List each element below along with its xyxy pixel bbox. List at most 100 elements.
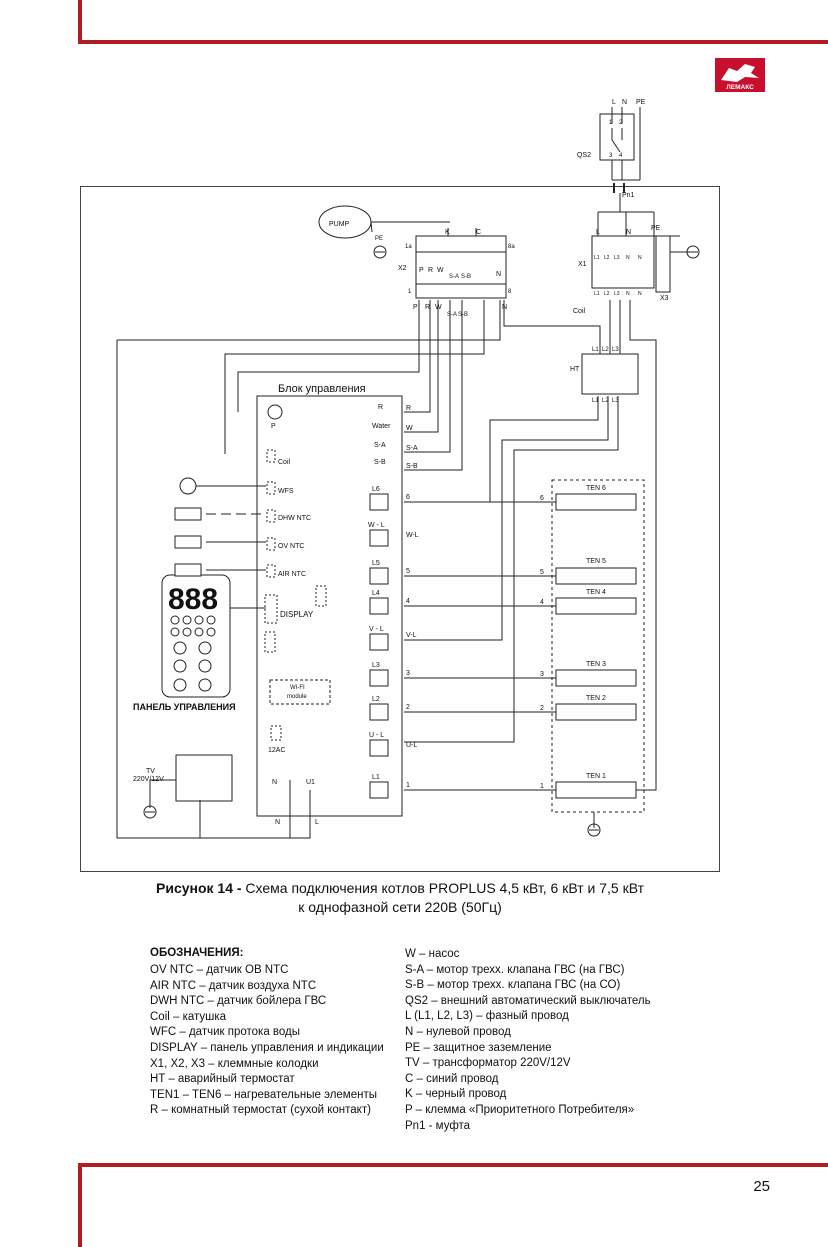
svg-text:N: N bbox=[275, 819, 280, 826]
svg-text:P: P bbox=[271, 423, 276, 430]
legend-item: TV – трансформатор 220V/12V bbox=[405, 1057, 571, 1070]
svg-text:OV NTC: OV NTC bbox=[278, 543, 304, 550]
panel-display-digits: 888 bbox=[168, 583, 218, 616]
svg-text:WFS: WFS bbox=[278, 488, 294, 495]
legend-item: PE – защитное заземление bbox=[405, 1041, 552, 1054]
svg-text:5: 5 bbox=[406, 568, 410, 575]
svg-text:8a: 8a bbox=[508, 244, 515, 250]
svg-text:PE: PE bbox=[375, 236, 383, 242]
svg-text:N: N bbox=[502, 304, 507, 311]
svg-text:P: P bbox=[413, 304, 418, 311]
svg-text:W-L: W-L bbox=[406, 532, 419, 539]
svg-text:R: R bbox=[378, 404, 383, 411]
svg-text:1: 1 bbox=[406, 782, 410, 789]
svg-text:TEN 2: TEN 2 bbox=[586, 695, 606, 702]
svg-text:TV: TV bbox=[146, 768, 155, 775]
svg-text:L1: L1 bbox=[592, 398, 599, 404]
svg-text:L: L bbox=[596, 229, 600, 236]
ht-thermostat bbox=[581, 353, 639, 395]
svg-text:L3: L3 bbox=[612, 347, 619, 353]
qs2-l: L bbox=[612, 99, 616, 106]
svg-text:L2: L2 bbox=[372, 696, 380, 703]
svg-text:6: 6 bbox=[406, 494, 410, 501]
legend-item: S-B – мотор трехх. клапана ГВС (на СО) bbox=[405, 979, 621, 992]
legend-item: Pn1 - муфта bbox=[405, 1119, 471, 1132]
legend-item: W – насос bbox=[405, 948, 460, 960]
svg-text:L3: L3 bbox=[612, 398, 619, 404]
legend-item: QS2 – внешний автоматический выключатель bbox=[405, 994, 651, 1007]
svg-text:1: 1 bbox=[609, 120, 613, 126]
svg-text:S-A: S-A bbox=[406, 445, 418, 452]
svg-text:AIR NTC: AIR NTC bbox=[278, 571, 306, 578]
svg-text:L2: L2 bbox=[602, 398, 609, 404]
svg-text:1: 1 bbox=[408, 289, 412, 295]
legend-item: DISPLAY – панель управления и индикации bbox=[150, 1041, 384, 1054]
svg-text:5: 5 bbox=[540, 569, 544, 576]
svg-text:N: N bbox=[626, 229, 631, 236]
svg-text:DISPLAY: DISPLAY bbox=[280, 610, 314, 619]
top-frame bbox=[78, 0, 828, 44]
lemax-logo: ЛЕМАКС bbox=[715, 58, 765, 92]
svg-text:N: N bbox=[496, 271, 501, 278]
svg-text:S-B: S-B bbox=[461, 274, 471, 280]
legend-item: K – черный провод bbox=[405, 1088, 507, 1101]
svg-text:1: 1 bbox=[540, 783, 544, 790]
svg-text:U - L: U - L bbox=[369, 732, 384, 739]
svg-text:W: W bbox=[406, 425, 413, 432]
page-number: 25 bbox=[753, 1178, 770, 1195]
svg-text:N: N bbox=[272, 779, 277, 786]
svg-text:S-A: S-A bbox=[447, 312, 457, 318]
svg-text:V - L: V - L bbox=[369, 626, 384, 633]
legend-item: R – комнатный термостат (сухой контакт) bbox=[150, 1104, 371, 1117]
svg-text:Water: Water bbox=[372, 423, 391, 430]
legend-title: ОБОЗНАЧЕНИЯ: bbox=[150, 947, 244, 959]
svg-text:V-L: V-L bbox=[406, 632, 417, 639]
legend-item: L (L1, L2, L3) – фазный провод bbox=[405, 1010, 569, 1023]
svg-text:4: 4 bbox=[406, 598, 410, 605]
svg-text:N: N bbox=[638, 255, 642, 261]
svg-text:L3: L3 bbox=[614, 255, 620, 261]
legend-left: OV NTC – датчик ОВ NTC AIR NTC – датчик … bbox=[150, 963, 384, 1119]
control-unit-title: Блок управления bbox=[278, 383, 366, 395]
svg-text:S-A: S-A bbox=[449, 274, 459, 280]
svg-text:L4: L4 bbox=[372, 590, 380, 597]
svg-text:module: module bbox=[287, 694, 307, 700]
svg-text:S-B: S-B bbox=[406, 463, 418, 470]
legend-item: AIR NTC – датчик воздуха NTC bbox=[150, 979, 317, 992]
svg-text:1a: 1a bbox=[405, 244, 412, 250]
svg-text:WI-FI: WI-FI bbox=[290, 685, 305, 691]
legend-item: HT – аварийный термостат bbox=[150, 1073, 295, 1086]
svg-text:L6: L6 bbox=[372, 486, 380, 493]
svg-text:W - L: W - L bbox=[368, 522, 385, 529]
svg-text:6: 6 bbox=[540, 495, 544, 502]
caption-text: Схема подключения котлов PROPLUS 4,5 кВт… bbox=[241, 880, 644, 896]
svg-text:W: W bbox=[437, 267, 444, 274]
legend-item: N – нулевой провод bbox=[405, 1025, 511, 1038]
x3-label: X3 bbox=[660, 295, 669, 302]
legend-item: WFC – датчик протока воды bbox=[150, 1026, 301, 1039]
svg-text:ЛЕМАКС: ЛЕМАКС bbox=[726, 84, 754, 91]
svg-text:3: 3 bbox=[540, 671, 544, 678]
svg-text:L5: L5 bbox=[372, 560, 380, 567]
qs2-pe: PE bbox=[636, 99, 646, 106]
panel-label: ПАНЕЛЬ УПРАВЛЕНИЯ bbox=[133, 702, 236, 712]
svg-text:DHW NTC: DHW NTC bbox=[278, 515, 311, 522]
legend-item: P – клемма «Приоритетного Потребителя» bbox=[405, 1103, 635, 1116]
legend-item: X1, X2, X3 – клеммные колодки bbox=[150, 1057, 319, 1070]
caption-label: Рисунок 14 - bbox=[156, 880, 242, 896]
svg-text:R: R bbox=[406, 405, 411, 412]
bottom-frame bbox=[78, 1163, 828, 1247]
svg-text:2: 2 bbox=[406, 704, 410, 711]
svg-text:N: N bbox=[626, 255, 630, 261]
svg-text:L: L bbox=[315, 819, 319, 826]
svg-text:TEN 1: TEN 1 bbox=[586, 773, 606, 780]
figure-caption-line2: к однофазной сети 220В (50Гц) bbox=[298, 899, 502, 915]
svg-text:L2: L2 bbox=[604, 291, 610, 297]
x2-label: X2 bbox=[398, 265, 407, 272]
svg-text:TEN 4: TEN 4 bbox=[586, 589, 606, 596]
svg-text:4: 4 bbox=[540, 599, 544, 606]
svg-text:P: P bbox=[419, 267, 424, 274]
svg-text:220V/12V: 220V/12V bbox=[133, 776, 164, 783]
svg-text:L2: L2 bbox=[604, 255, 610, 261]
svg-text:U-L: U-L bbox=[406, 742, 417, 749]
